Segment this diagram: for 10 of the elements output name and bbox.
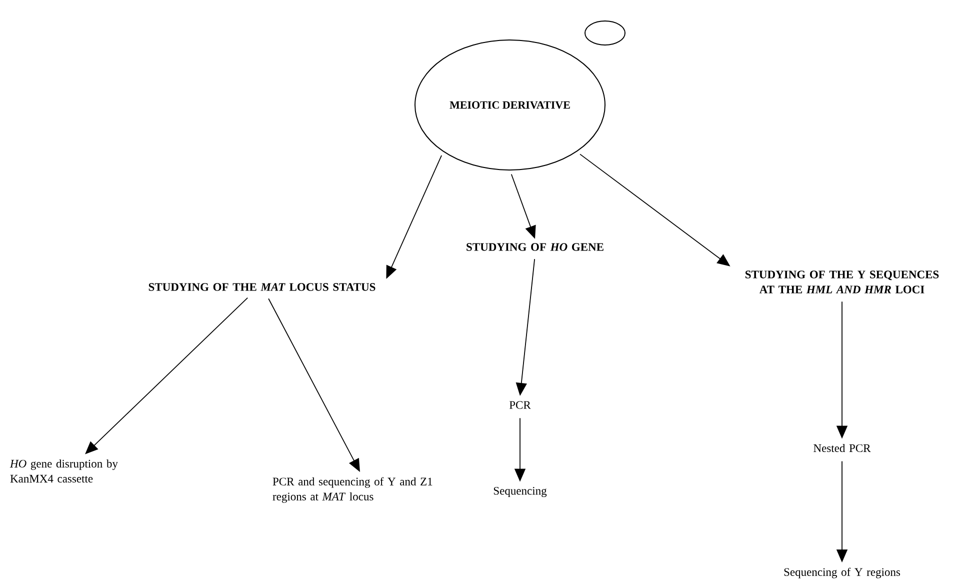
step-text: PCR and sequencing of Y and Z1 regions at MAT locus — [272, 477, 432, 503]
step-heading: STUDYING OF THE MAT LOCUS STATUS — [148, 283, 376, 291]
step-heading: STUDYING OF THE Y SEQUENCES AT THE HML AND HMR LOCI — [746, 270, 939, 294]
step-text: Sequencing — [494, 486, 547, 498]
step-text: HO gene disruption by KanMX4 cassette — [10, 459, 118, 483]
cell-drawing: MEIOTIC DERIVATIVE — [414, 20, 626, 170]
step-text: PCR — [509, 401, 531, 409]
step-heading: STUDYING OF HO GENE — [466, 243, 604, 251]
step-text: Nested PCR — [814, 444, 871, 452]
step-text: Sequencing of Y regions — [784, 568, 900, 578]
